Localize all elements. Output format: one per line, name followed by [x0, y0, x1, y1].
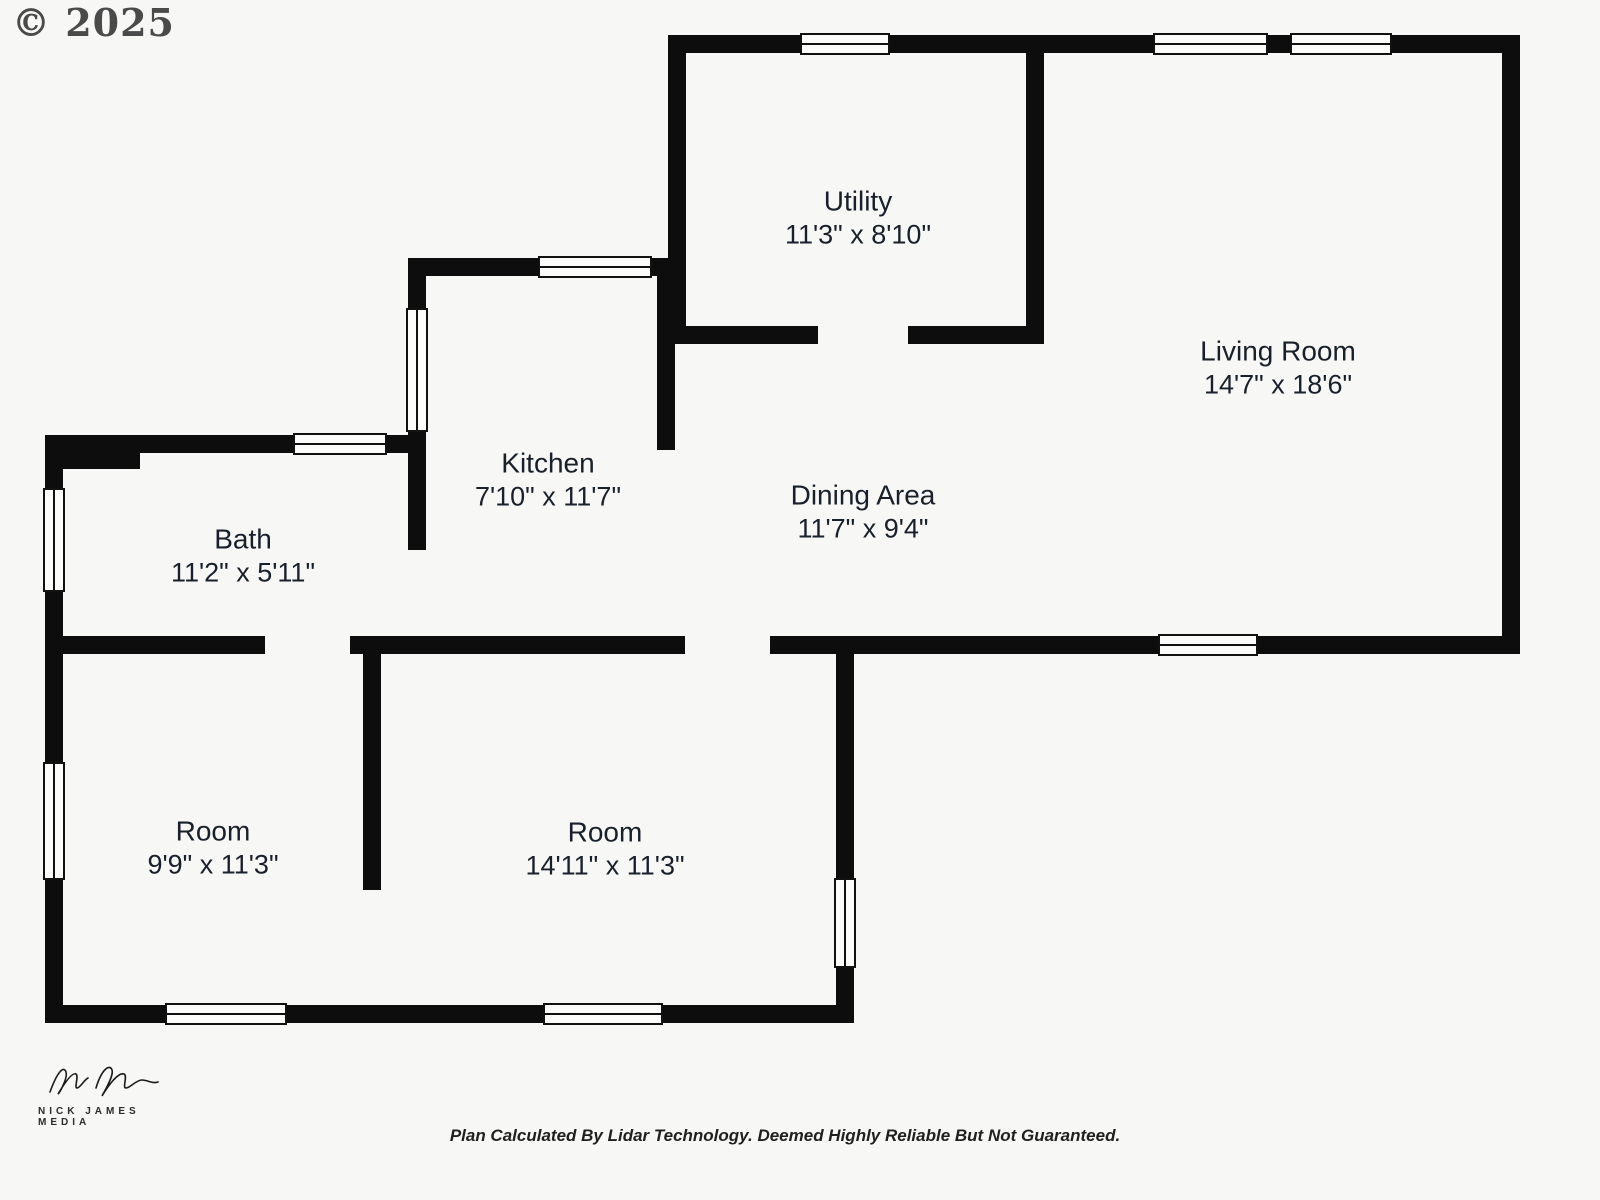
window-bottom-left — [165, 1003, 287, 1025]
room-label-bath: Bath 11'2" x 5'11" — [171, 522, 315, 591]
wall-bath-top-step — [45, 453, 140, 469]
room-name: Living Room — [1200, 335, 1356, 367]
room-label-dining-area: Dining Area 11'7" x 9'4" — [791, 478, 936, 547]
room-label-room-left: Room 9'9" x 11'3" — [147, 814, 278, 883]
window-utility-top — [800, 33, 890, 55]
window-living-top-1 — [1153, 33, 1268, 55]
window-left-upper — [43, 488, 65, 592]
room-label-living-room: Living Room 14'7" x 18'6" — [1200, 334, 1356, 403]
wall-living-room-left — [1026, 35, 1044, 344]
brand-caption: NICK JAMES MEDIA — [38, 1106, 140, 1128]
window-kitchen-top — [538, 256, 652, 278]
room-dimensions: 7'10" x 11'7" — [474, 481, 622, 512]
wall-middle-right — [770, 636, 1520, 654]
window-kitchen-left — [406, 308, 428, 432]
room-name: Bath — [214, 523, 272, 555]
room-name: Utility — [823, 185, 893, 217]
wall-utility-bottom-left — [668, 326, 818, 344]
window-bath-top — [293, 433, 387, 455]
room-label-utility: Utility 11'3" x 8'10" — [785, 184, 931, 253]
room-name: Kitchen — [501, 447, 595, 479]
room-dimensions: 14'7" x 18'6" — [1203, 369, 1353, 400]
window-bottom-middle — [543, 1003, 663, 1025]
wall-bedrooms-divider — [363, 645, 381, 890]
room-label-kitchen: Kitchen 7'10" x 11'7" — [475, 446, 621, 515]
room-dimensions: 9'9" x 11'3" — [147, 849, 279, 880]
room-label-room-middle: Room 14'11" x 11'3" — [525, 815, 684, 884]
room-dimensions: 11'2" x 5'11" — [170, 557, 316, 588]
wall-top-exterior — [668, 35, 1520, 53]
branding-block: NICK JAMES MEDIA — [38, 1058, 198, 1128]
window-living-bottom — [1158, 634, 1258, 656]
wall-kitchen-right — [657, 258, 675, 450]
wall-middle-center — [350, 636, 685, 654]
room-name: Dining Area — [790, 479, 936, 511]
wall-middle-left — [45, 636, 265, 654]
window-living-top-2 — [1290, 33, 1392, 55]
window-left-lower — [43, 762, 65, 880]
room-dimensions: 11'7" x 9'4" — [797, 513, 929, 544]
room-dimensions: 11'3" x 8'10" — [784, 219, 932, 250]
disclaimer-text: Plan Calculated By Lidar Technology. Dee… — [449, 1126, 1121, 1145]
wall-utility-bottom-right — [908, 326, 1044, 344]
room-dimensions: 14'11" x 11'3" — [525, 850, 685, 881]
wall-right-exterior — [1502, 35, 1520, 654]
signature-icon — [49, 1066, 159, 1097]
copyright-text: © 2025 — [12, 0, 175, 45]
room-name: Room — [175, 815, 251, 847]
window-room-middle-right — [834, 878, 856, 968]
room-name: Room — [567, 816, 643, 848]
